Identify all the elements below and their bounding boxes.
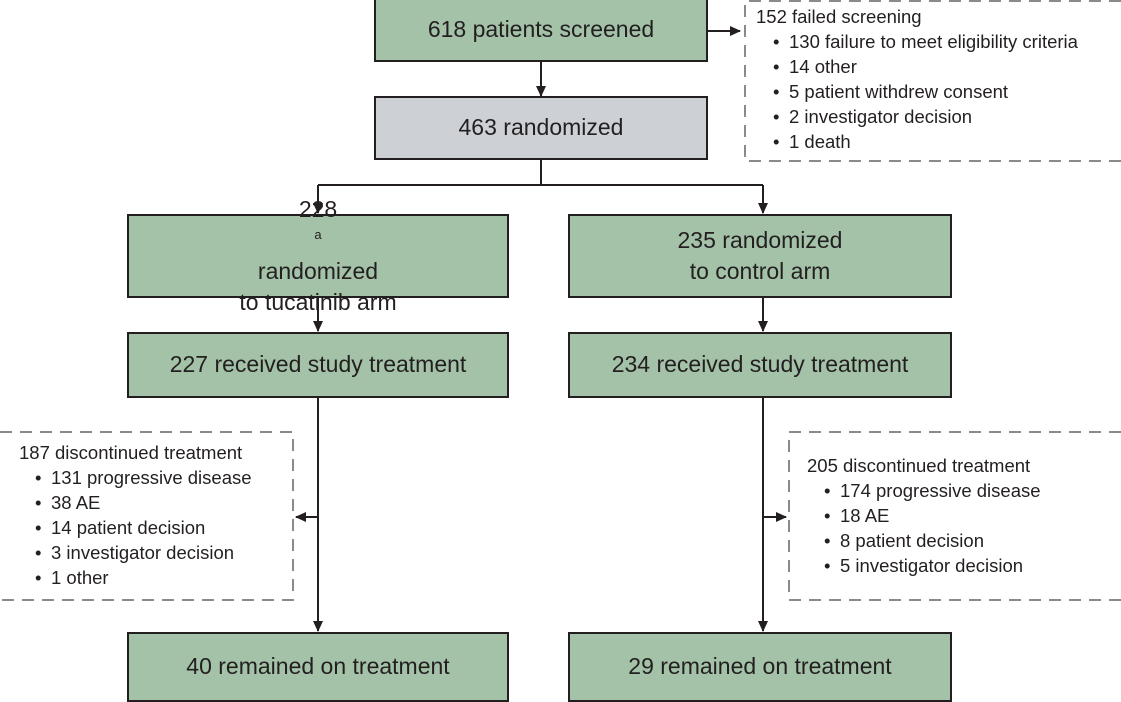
control-arm-box: 235 randomized to control arm (568, 214, 952, 298)
tucatinib-arm-line2: to tucatinib arm (239, 289, 397, 316)
screen-failures-title: 152 failed screening (756, 6, 922, 27)
tucatinib-remained-box: 40 remained on treatment (127, 632, 509, 702)
list-item: 8 patient decision (824, 528, 1117, 553)
tucatinib-discontinued-box: 187 discontinued treatment 131 progressi… (19, 440, 291, 590)
control-arm-line2: to control arm (689, 258, 831, 284)
control-discontinued-box: 205 discontinued treatment 174 progressi… (807, 453, 1117, 578)
footnote-marker: a (314, 226, 322, 242)
randomized-box: 463 randomized (374, 96, 708, 160)
control-discontinued-list: 174 progressive disease 18 AE 8 patient … (824, 478, 1117, 578)
list-item: 5 investigator decision (824, 553, 1117, 578)
list-item: 14 other (773, 54, 1121, 79)
control-received-label: 234 received study treatment (611, 351, 909, 378)
list-item: 5 patient withdrew consent (773, 79, 1121, 104)
screened-label: 618 patients screened (427, 15, 655, 42)
screen-failures-list: 130 failure to meet eligibility criteria… (773, 29, 1121, 154)
list-item: 131 progressive disease (35, 465, 291, 490)
list-item: 1 other (35, 565, 291, 590)
randomized-label: 463 randomized (458, 114, 624, 141)
tucatinib-arm-count: 228 (298, 195, 338, 222)
tucatinib-arm-line1: 228 a randomized (239, 194, 396, 287)
tucatinib-received-box: 227 received study treatment (127, 332, 509, 398)
tucatinib-remained-label: 40 remained on treatment (186, 653, 450, 680)
list-item: 174 progressive disease (824, 478, 1117, 503)
tucatinib-received-label: 227 received study treatment (169, 351, 467, 378)
control-arm-line1: 235 randomized (677, 226, 843, 253)
list-item: 130 failure to meet eligibility criteria (773, 29, 1121, 54)
list-item: 18 AE (824, 503, 1117, 528)
screen-failures-box: 152 failed screening 130 failure to meet… (756, 4, 1121, 154)
tucatinib-arm-box: 228 a randomized to tucatinib arm (127, 196, 509, 315)
control-received-box: 234 received study treatment (568, 332, 952, 398)
list-item: 38 AE (35, 490, 291, 515)
list-item: 1 death (773, 129, 1121, 154)
list-item: 3 investigator decision (35, 540, 291, 565)
tucatinib-discontinued-title: 187 discontinued treatment (19, 442, 243, 463)
list-item: 2 investigator decision (773, 104, 1121, 129)
screened-box: 618 patients screened (374, 0, 708, 62)
tucatinib-discontinued-border (0, 431, 294, 601)
control-remained-label: 29 remained on treatment (628, 653, 892, 680)
control-discontinued-border (788, 431, 1121, 601)
tucatinib-discontinued-list: 131 progressive disease 38 AE 14 patient… (35, 465, 291, 590)
list-item: 14 patient decision (35, 515, 291, 540)
tucatinib-arm-label: randomized (257, 258, 379, 284)
control-remained-box: 29 remained on treatment (568, 632, 952, 702)
screen-failures-border (744, 0, 1121, 162)
control-discontinued-title: 205 discontinued treatment (807, 455, 1031, 476)
